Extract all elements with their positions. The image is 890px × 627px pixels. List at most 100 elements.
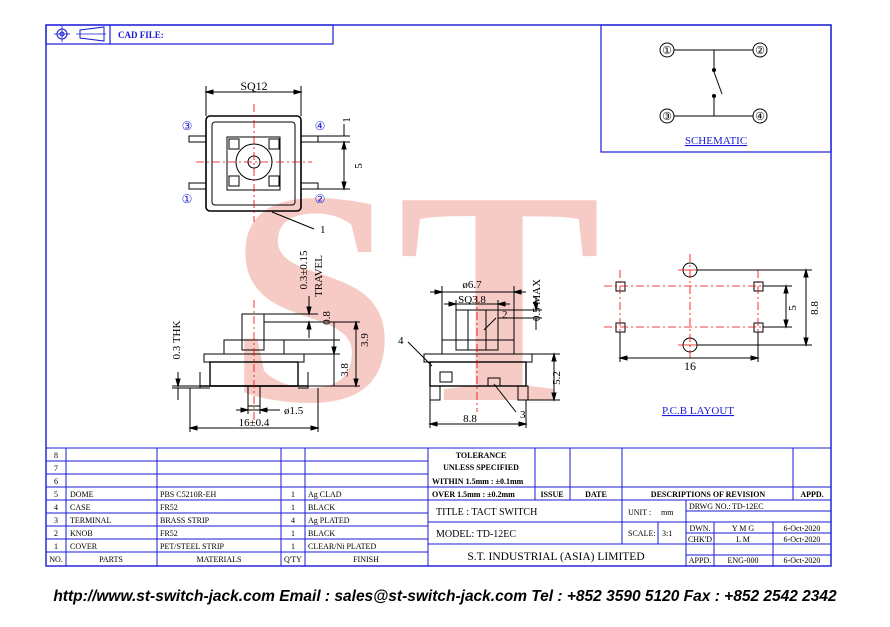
pcb-layout bbox=[604, 254, 812, 362]
schematic-pin-1: ① bbox=[662, 45, 672, 57]
bom-row-no: 6 bbox=[54, 477, 58, 486]
front-view-callout-3: 3 bbox=[520, 409, 526, 421]
sheet-border bbox=[45, 24, 832, 567]
appd-date: 6-Oct-2020 bbox=[784, 556, 821, 565]
bom-row-no: 3 bbox=[54, 516, 58, 525]
front-view bbox=[407, 286, 560, 428]
pcb-pitch-y: 5 bbox=[787, 305, 799, 311]
bom-row-no: 5 bbox=[54, 490, 58, 499]
model-label: MODEL: TD-12EC bbox=[436, 529, 516, 540]
schematic-pin-2: ② bbox=[755, 45, 765, 57]
bom-text: 8 7 6 5 DOME PBS C5210R-EH 1 Ag CLAD 4 C… bbox=[49, 451, 379, 564]
bom-row-no: 2 bbox=[54, 529, 58, 538]
bom-header-finish: FINISH bbox=[353, 555, 379, 564]
date-label: DATE bbox=[585, 490, 607, 499]
schematic-title: SCHEMATIC bbox=[685, 135, 747, 147]
front-view-max: 0.5 MAX bbox=[531, 279, 543, 321]
front-view-callout-4: 4 bbox=[398, 335, 404, 347]
top-view bbox=[188, 86, 350, 230]
bom-row-part: DOME bbox=[70, 490, 94, 499]
cad-file-label: CAD FILE: bbox=[118, 30, 164, 40]
unit-value: mm bbox=[661, 508, 674, 517]
pcb-pitch-x: 16 bbox=[684, 359, 696, 373]
bom-header-qty: Q'TY bbox=[284, 555, 302, 564]
side-view-knob: 0.8 bbox=[321, 311, 333, 325]
pcb-title: P.C.B LAYOUT bbox=[662, 405, 734, 417]
bom-row-material: PET/STEEL STRIP bbox=[160, 542, 224, 551]
bom-row-material: BRASS STRIP bbox=[160, 516, 210, 525]
bom-table bbox=[46, 447, 831, 566]
side-view-length: 16±0.4 bbox=[239, 417, 270, 429]
schematic-pin-3: ③ bbox=[662, 111, 672, 123]
descriptions-label: DESCRIPTIONS OF REVISION bbox=[651, 490, 766, 499]
top-view-pin-4: ④ bbox=[315, 119, 326, 133]
side-view-travel-word: TRAVEL bbox=[313, 255, 325, 297]
bom-row-no: 8 bbox=[54, 451, 58, 460]
bom-row-finish: BLACK bbox=[308, 503, 335, 512]
top-view-callout-1: 1 bbox=[320, 224, 326, 236]
appd-value: ENG-000 bbox=[727, 556, 758, 565]
watermark: ST bbox=[228, 128, 601, 466]
bom-row-finish: BLACK bbox=[308, 529, 335, 538]
chkd-value: L M bbox=[736, 535, 750, 544]
appd-label: APPD. bbox=[689, 556, 711, 565]
bom-row-material: FR52 bbox=[160, 503, 178, 512]
front-view-width: 8.8 bbox=[463, 413, 477, 425]
bom-row-part: KNOB bbox=[70, 529, 93, 538]
side-view-height: 3.8 bbox=[339, 363, 351, 377]
top-view-pin-3: ③ bbox=[182, 119, 193, 133]
bom-row-qty: 1 bbox=[291, 529, 295, 538]
top-view-pin-pitch: 5 bbox=[353, 163, 365, 169]
dwn-date: 6-Oct-2020 bbox=[784, 524, 821, 533]
bom-row-material: PBS C5210R-EH bbox=[160, 490, 216, 499]
top-view-pin-width: 1 bbox=[341, 117, 353, 123]
drwg-value: TD-12EC bbox=[732, 502, 764, 511]
tolerance-label: TOLERANCE bbox=[456, 451, 507, 460]
front-view-dia: ø6.7 bbox=[462, 279, 482, 291]
chkd-label: CHK'D bbox=[688, 535, 712, 544]
over-label: OVER 1.5mm : ±0.2mm bbox=[432, 490, 515, 499]
side-view-thk: 0.3 THK bbox=[171, 320, 183, 359]
within-label: WITHIN 1.5mm : ±0.1mm bbox=[432, 477, 524, 486]
top-view-pin-1: ① bbox=[182, 192, 193, 206]
front-view-sq: SQ3.8 bbox=[458, 294, 486, 306]
schematic: ① ② ③ ④ SCHEMATIC bbox=[600, 24, 832, 153]
scale-value: 3:1 bbox=[662, 529, 672, 538]
schematic-pin-4: ④ bbox=[755, 111, 765, 123]
bom-header-no: NO. bbox=[49, 555, 63, 564]
side-view bbox=[172, 296, 360, 432]
bom-row-qty: 1 bbox=[291, 503, 295, 512]
bom-row-part: CASE bbox=[70, 503, 91, 512]
scale-label: SCALE: bbox=[628, 529, 656, 538]
chkd-date: 6-Oct-2020 bbox=[784, 535, 821, 544]
side-view-pin-dia: ø1.5 bbox=[284, 405, 304, 417]
top-view-pin-2: ② bbox=[315, 192, 326, 206]
bom-row-finish: CLEAR/Ni PLATED bbox=[308, 542, 376, 551]
bom-row-qty: 4 bbox=[291, 516, 295, 525]
projection-symbol-icon bbox=[54, 26, 106, 42]
bom-header-material: MATERIALS bbox=[197, 555, 242, 564]
watermark-text: ST bbox=[228, 128, 601, 466]
cad-file-box: CAD FILE: bbox=[45, 24, 334, 45]
side-view-body-height: 3.9 bbox=[359, 333, 371, 347]
top-view-size-label: SQ12 bbox=[240, 79, 267, 93]
drwg-label: DRWG NO.: bbox=[689, 502, 731, 511]
bom-row-material: FR52 bbox=[160, 529, 178, 538]
bom-row-qty: 1 bbox=[291, 542, 295, 551]
bom-row-no: 7 bbox=[54, 464, 58, 473]
title-block: TOLERANCE UNLESS SPECIFIED WITHIN 1.5mm … bbox=[432, 451, 824, 565]
title-label: TITLE : TACT SWITCH bbox=[436, 507, 537, 518]
bom-row-no: 4 bbox=[54, 503, 58, 512]
bom-row-no: 1 bbox=[54, 542, 58, 551]
bom-row-part: COVER bbox=[70, 542, 98, 551]
bom-row-qty: 1 bbox=[291, 490, 295, 499]
front-view-callout-2: 2 bbox=[502, 309, 508, 321]
bom-row-part: TERMINAL bbox=[70, 516, 111, 525]
bom-row-finish: Ag CLAD bbox=[308, 490, 342, 499]
bom-header-part: PARTS bbox=[99, 555, 123, 564]
dwn-value: Y M G bbox=[732, 524, 755, 533]
unit-label: UNIT : bbox=[628, 508, 651, 517]
dwn-label: DWN. bbox=[689, 524, 710, 533]
contact-footer: http://www.st-switch-jack.com Email : sa… bbox=[53, 588, 837, 605]
